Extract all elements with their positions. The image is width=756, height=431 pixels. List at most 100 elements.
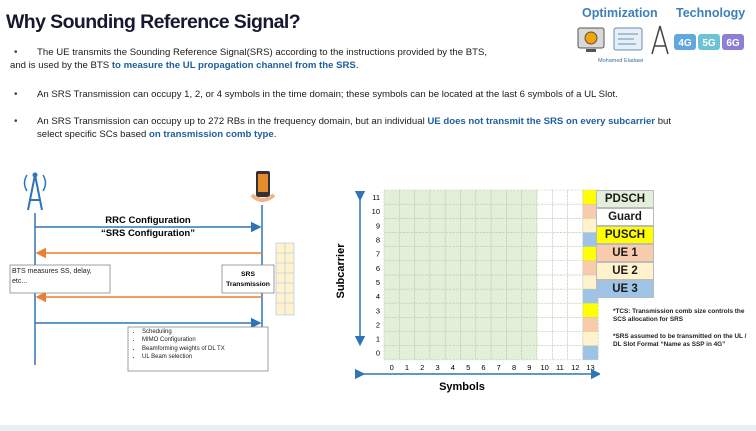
bts-antenna-icon: [23, 172, 47, 211]
y-tick-label: 10: [372, 207, 380, 216]
grid-cell: [475, 260, 492, 276]
srs-box-line1: SRS: [241, 271, 255, 278]
grid-cell: [582, 317, 599, 332]
badge-5g: 5G: [702, 38, 716, 49]
bullet-3-highlight-1: UE does not transmit the SRS on every su…: [427, 116, 656, 127]
grid-cell: [475, 232, 492, 247]
bullet-3-line1-plain: An SRS Transmission can occupy up to 272…: [37, 116, 428, 127]
grid-cell: [536, 217, 553, 233]
grid-cell: [414, 260, 431, 276]
grid-cell: [567, 345, 584, 361]
grid-cell: [552, 317, 568, 332]
grid-cell: [475, 317, 492, 332]
brand-technology: Technology: [676, 6, 746, 20]
grid-cell: [536, 288, 553, 304]
x-tick-label: 0: [390, 363, 394, 372]
grid-cell: [460, 232, 477, 247]
grid-cell: [567, 246, 584, 262]
grid-cell: [460, 217, 477, 233]
grid-cell: [414, 189, 431, 205]
grid-cell: [536, 274, 553, 290]
grid-cell: [414, 331, 431, 346]
grid-cell: [567, 317, 584, 332]
grid-cell: [383, 274, 400, 290]
grid-cell: [582, 345, 599, 361]
grid-cell: [490, 317, 507, 332]
grid-cell: [444, 288, 461, 304]
x-tick-label: 12: [571, 363, 579, 372]
grid-cell: [429, 189, 446, 205]
grid-cell: [414, 288, 431, 304]
grid-cell: [399, 232, 415, 247]
grid-cell: [506, 288, 522, 304]
legend-pusch: PUSCH: [596, 226, 654, 244]
grid-cell: [399, 217, 415, 233]
grid-cell: [521, 274, 538, 290]
ue-phone-icon: [250, 171, 276, 202]
bullet-2-text: An SRS Transmission can occupy 1, 2, or …: [37, 89, 618, 100]
grid-cell: [506, 260, 522, 276]
grid-cell: [521, 288, 538, 304]
grid-cell: [429, 246, 446, 262]
x-tick-label: 3: [435, 363, 439, 372]
grid-cell: [536, 189, 553, 205]
grid-cell: [444, 189, 461, 205]
x-axis-label: Symbols: [439, 381, 485, 393]
page-title: Why Sounding Reference Signal?: [6, 11, 301, 33]
grid-cell: [490, 288, 507, 304]
y-tick-label: 0: [376, 349, 380, 358]
y-tick-label: 2: [376, 320, 380, 329]
grid-cell: [399, 288, 415, 304]
grid-cell: [444, 203, 461, 219]
grid-cell: [552, 274, 568, 290]
grid-cell: [506, 331, 522, 346]
grid-cell: [475, 203, 492, 219]
grid-cell: [429, 345, 446, 361]
legend-guard: Guard: [596, 208, 654, 226]
grid-cell: [399, 331, 415, 346]
grid-cell: [552, 331, 568, 346]
footer-bar: [0, 425, 756, 431]
bottom-info-box: [127, 326, 269, 372]
y-tick-label: 5: [376, 278, 380, 287]
grid-cell: [536, 317, 553, 332]
badge-4g: 4G: [678, 38, 692, 49]
grid-cell: [429, 302, 446, 318]
grid-cell: [460, 345, 477, 361]
grid-cell: [536, 260, 553, 276]
x-tick-label: 9: [527, 363, 531, 372]
bullet-1-highlight: to measure the UL propagation channel fr…: [111, 60, 356, 71]
grid-cell: [414, 246, 431, 262]
note-srs-slot: *SRS assumed to be transmitted on the UL…: [613, 333, 747, 348]
bullet-3-highlight-2: on transmission comb type: [148, 129, 274, 140]
grid-cell: [536, 331, 553, 346]
grid-cell: [414, 302, 431, 318]
grid-cell: [506, 302, 522, 318]
y-tick-label: 9: [376, 221, 380, 230]
grid-cell: [521, 203, 538, 219]
grid-cell: [567, 288, 584, 304]
grid-cell: [521, 345, 538, 361]
rrc-config-label: RRC Configuration: [105, 215, 191, 226]
grid-cell: [567, 232, 584, 247]
grid-cell: [475, 345, 492, 361]
grid-cell: [429, 274, 446, 290]
grid-cell: [552, 203, 568, 219]
grid-cell: [506, 232, 522, 247]
grid-cell: [460, 331, 477, 346]
bullet-3-line2: select specific SCs based on transmissio…: [37, 128, 671, 141]
grid-cell: [414, 203, 431, 219]
grid-cell: [429, 232, 446, 247]
grid-cell: [567, 260, 584, 276]
bullet-3-line2-plain: select specific SCs based: [37, 129, 149, 140]
bullet-1: • The UE transmits the Sounding Referenc…: [10, 46, 487, 72]
bullet-1-line2-plain: and is used by the BTS: [10, 60, 112, 71]
grid-cell: [490, 203, 507, 219]
bullet-dot: •: [14, 47, 18, 58]
grid-cell: [383, 317, 400, 332]
x-tick-label: 6: [481, 363, 485, 372]
info-mimo: MIMO Configuration: [142, 336, 266, 344]
legend-ue1: UE 1: [596, 244, 654, 262]
grid-cell: [490, 217, 507, 233]
